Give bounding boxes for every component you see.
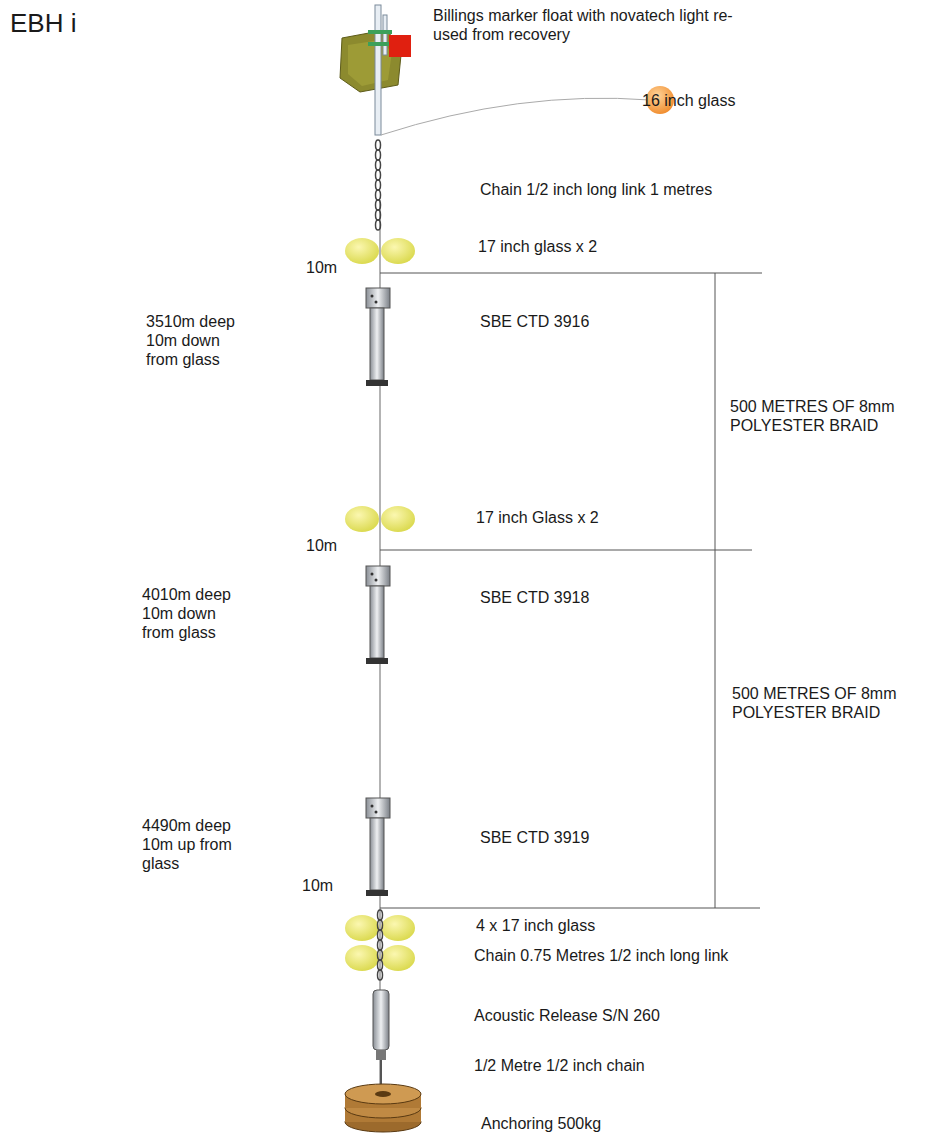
component-label: 16 inch glass [642,91,735,110]
depth-label: 4010m deep 10m down from glass [142,585,242,642]
line-label: 500 METRES OF 8mm POLYESTER BRAID [732,684,922,722]
spacing-label: 10m [306,536,337,555]
component-label: Billings marker float with novatech ligh… [433,6,753,44]
spacing-label: 10m [306,258,337,277]
diagram-title: EBH i [10,8,76,38]
spacing-label: 10m [302,876,333,895]
component-label: 17 inch glass x 2 [478,237,597,256]
instrument-label: SBE CTD 3919 [480,828,589,847]
depth-label: 4490m deep 10m up from glass [142,816,242,873]
instrument-label: SBE CTD 3916 [480,312,589,331]
depth-label: 3510m deep 10m down from glass [146,312,246,369]
component-label: Anchoring 500kg [481,1114,601,1133]
component-label: 17 inch Glass x 2 [476,508,599,527]
component-label: 4 x 17 inch glass [476,916,595,935]
instrument-label: SBE CTD 3918 [480,588,589,607]
line-label: 500 METRES OF 8mm POLYESTER BRAID [730,397,920,435]
component-label: Chain 1/2 inch long link 1 metres [480,180,712,199]
component-label: Chain 0.75 Metres 1/2 inch long link [474,946,728,965]
component-label: 1/2 Metre 1/2 inch chain [474,1056,645,1075]
component-label: Acoustic Release S/N 260 [474,1006,660,1025]
